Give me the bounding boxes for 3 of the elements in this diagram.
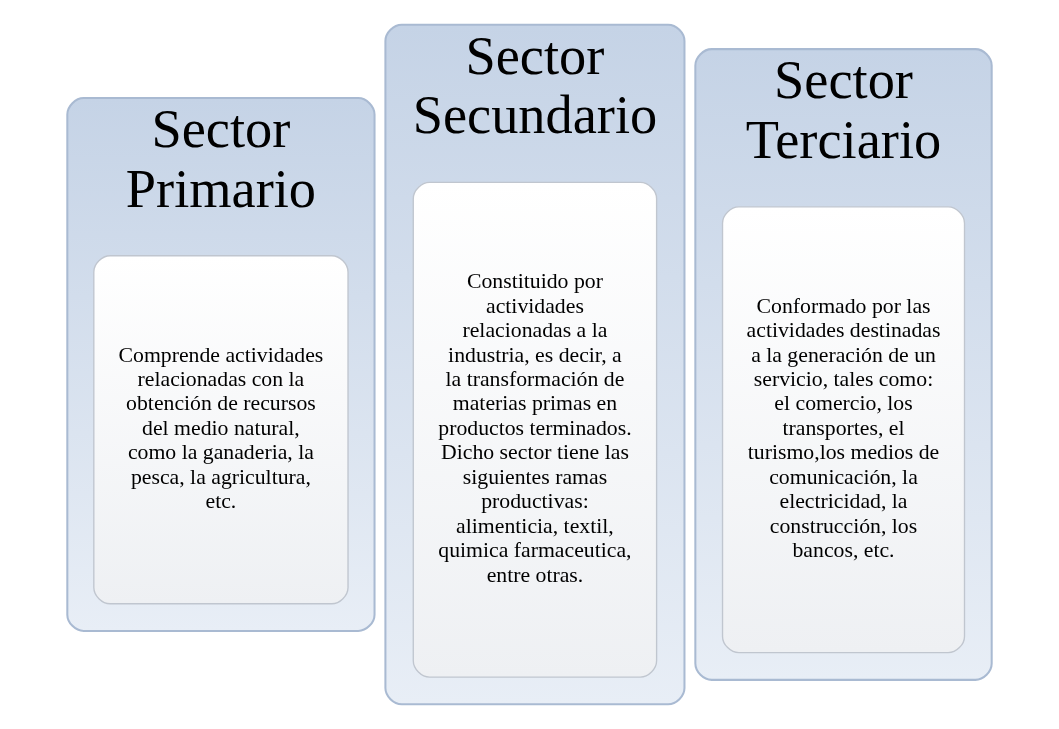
node-box: Comprende actividades relacionadas con la obtención de recursos del medio natural, como la ganaderia, la pesca, la agricultura, etc. bbox=[93, 255, 349, 605]
node-box: Conformado por las actividades destinadas a la generación de un servicio, tales como: el comercio, los transportes, el turismo,los medios de comunicación, la electricidad, la construcción, los bancos, etc. bbox=[721, 206, 966, 654]
node-box: Constituido por actividades relacionadas a la industria, es decir, a la transformación de materias primas en productos terminados. Dicho sector tiene las siguientes ramas productivas: alimenticia, textil, quimica farmaceutica, entre otras. bbox=[412, 181, 658, 678]
